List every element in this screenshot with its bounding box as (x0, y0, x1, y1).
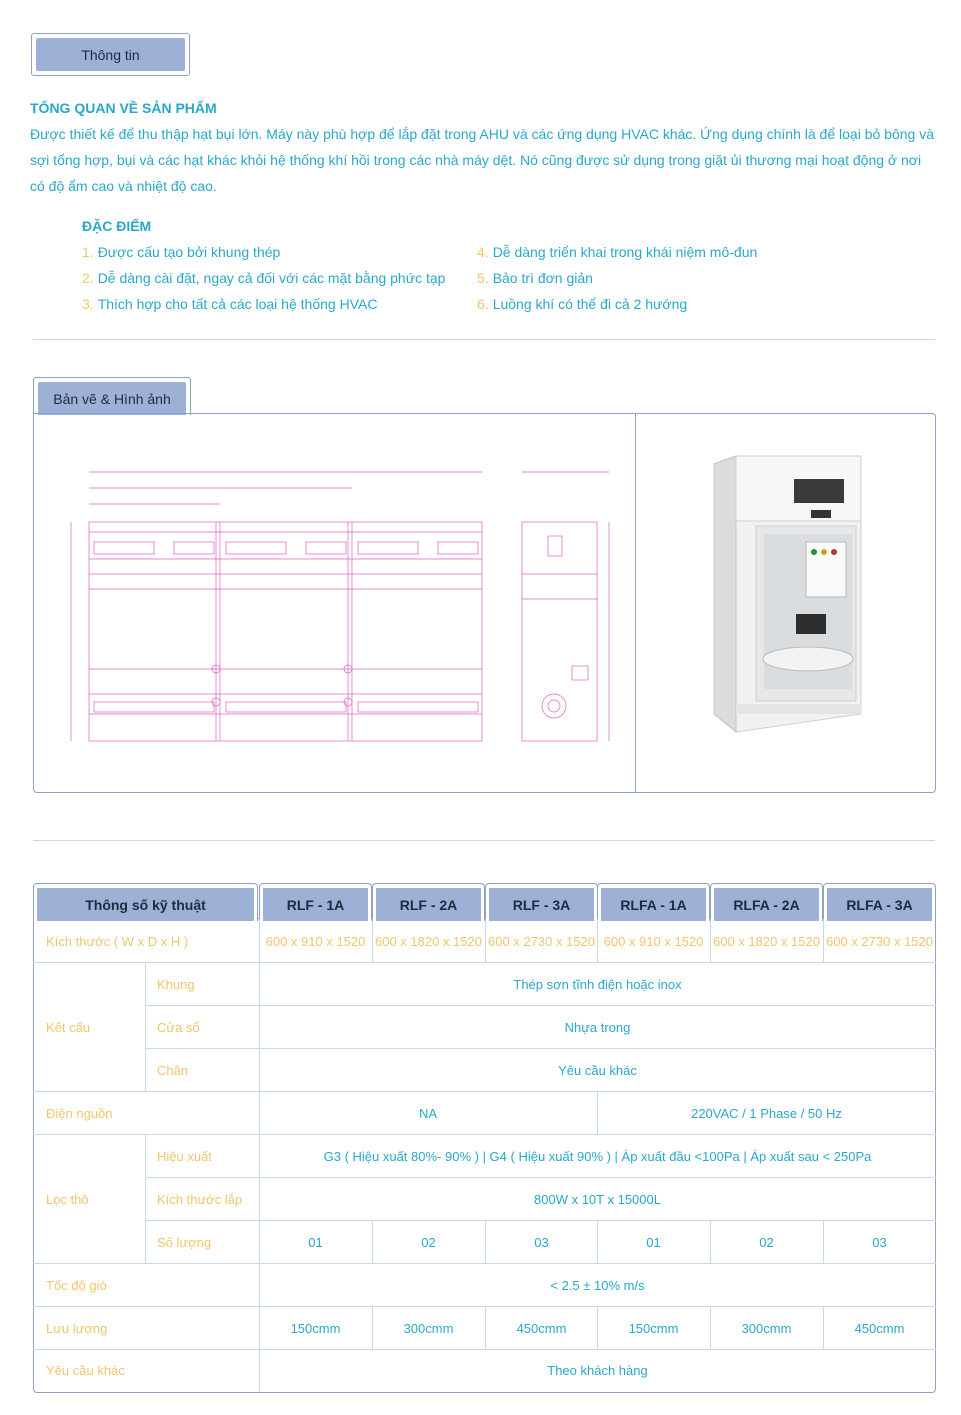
spec-value: 01 (308, 1235, 323, 1250)
overview-title: TỔNG QUAN VỀ SẢN PHẨM (30, 100, 217, 116)
spec-sublabel: Hiệu xuất (157, 1149, 212, 1164)
spec-value: 600 x 2730 x 1520 (826, 934, 933, 949)
spec-table: Thông số kỹ thuật RLF - 1A RLF - 2A RLF … (33, 883, 936, 1393)
spec-header-cell: RLFA - 3A (823, 883, 936, 921)
feature-item: 2.Dễ dàng cài đặt, ngay cả đối với các m… (82, 270, 446, 286)
spec-value: 450cmm (516, 1321, 567, 1336)
spec-value: Yêu cầu khác (558, 1063, 637, 1078)
product-photo-panel (635, 413, 936, 793)
features-title: ĐẶC ĐIỂM (82, 218, 152, 234)
feature-item: 6.Luồng khí có thể đi cả 2 hướng (477, 296, 688, 312)
spec-value: 600 x 910 x 1520 (603, 934, 704, 949)
product-photo (713, 455, 862, 734)
spec-value: 150cmm (628, 1321, 679, 1336)
spec-value: 600 x 1820 x 1520 (713, 934, 820, 949)
feature-item: 5.Bảo trì đơn giản (477, 270, 593, 286)
spec-value: Theo khách hàng (547, 1363, 648, 1378)
spec-value: 02 (421, 1235, 436, 1250)
spec-value: 450cmm (854, 1321, 905, 1336)
spec-value: 03 (534, 1235, 549, 1250)
spec-header-cell: RLF - 2A (372, 883, 485, 921)
spec-sublabel: Cửa sổ (157, 1020, 200, 1035)
spec-value: Nhựa trong (564, 1020, 631, 1035)
spec-sublabel: Chân (157, 1063, 189, 1078)
spec-header-cell: RLFA - 1A (597, 883, 710, 921)
spec-label: Lưu lượng (46, 1321, 108, 1336)
spec-header-cell: RLFA - 2A (710, 883, 823, 921)
technical-drawing-panel (33, 413, 636, 793)
spec-value: NA (418, 1106, 438, 1121)
technical-drawing (70, 471, 610, 742)
tab-drawing-label: Bản vẽ & Hình ảnh (38, 382, 186, 415)
spec-value: 300cmm (741, 1321, 792, 1336)
spec-value: 300cmm (403, 1321, 454, 1336)
spec-value: 600 x 1820 x 1520 (375, 934, 482, 949)
spec-sublabel: Khung (157, 977, 195, 992)
spec-value: 600 x 2730 x 1520 (488, 934, 595, 949)
feature-item: 1.Được cấu tạo bởi khung thép (82, 244, 281, 260)
spec-sublabel: Kích thước lắp (157, 1192, 243, 1207)
spec-value: 600 x 910 x 1520 (265, 934, 366, 949)
tab-info[interactable]: Thông tin (31, 33, 190, 76)
spec-value: 01 (646, 1235, 661, 1250)
tab-drawing[interactable]: Bản vẽ & Hình ảnh (33, 377, 191, 415)
spec-label: Kích thước ( W x D x H ) (46, 934, 189, 949)
feature-item: 3.Thích hợp cho tất cả các loại hệ thống… (82, 296, 378, 312)
spec-value: 02 (759, 1235, 774, 1250)
spec-value: 800W x 10T x 15000L (534, 1192, 661, 1207)
spec-label: Tốc độ gió (46, 1278, 107, 1293)
spec-label: Yêu cầu khác (46, 1363, 125, 1378)
tab-info-label: Thông tin (36, 38, 185, 71)
spec-header-cell: Thông số kỹ thuật (33, 883, 258, 921)
spec-value: 03 (872, 1235, 887, 1250)
spec-value: 220VAC / 1 Phase / 50 Hz (691, 1106, 842, 1121)
spec-header-cell: RLF - 3A (485, 883, 598, 921)
spec-value: Thép sơn tĩnh điện hoặc inox (513, 977, 682, 992)
spec-label: Điện nguồn (46, 1106, 113, 1121)
divider (33, 840, 935, 841)
spec-sublabel: Số lượng (157, 1235, 212, 1250)
divider (33, 339, 935, 340)
spec-header-cell: RLF - 1A (259, 883, 372, 921)
overview-text: Được thiết kế để thu thập hạt bụi lớn. M… (30, 126, 934, 194)
spec-value: G3 ( Hiệu xuất 80%- 90% ) | G4 ( Hiệu xu… (323, 1149, 872, 1164)
feature-item: 4.Dễ dàng triển khai trong khái niệm mô-… (477, 244, 758, 260)
spec-value: 150cmm (290, 1321, 341, 1336)
spec-label: Lọc thô (46, 1192, 89, 1207)
spec-label: Kết cấu (46, 1020, 91, 1035)
spec-value: < 2.5 ± 10% m/s (550, 1278, 645, 1293)
